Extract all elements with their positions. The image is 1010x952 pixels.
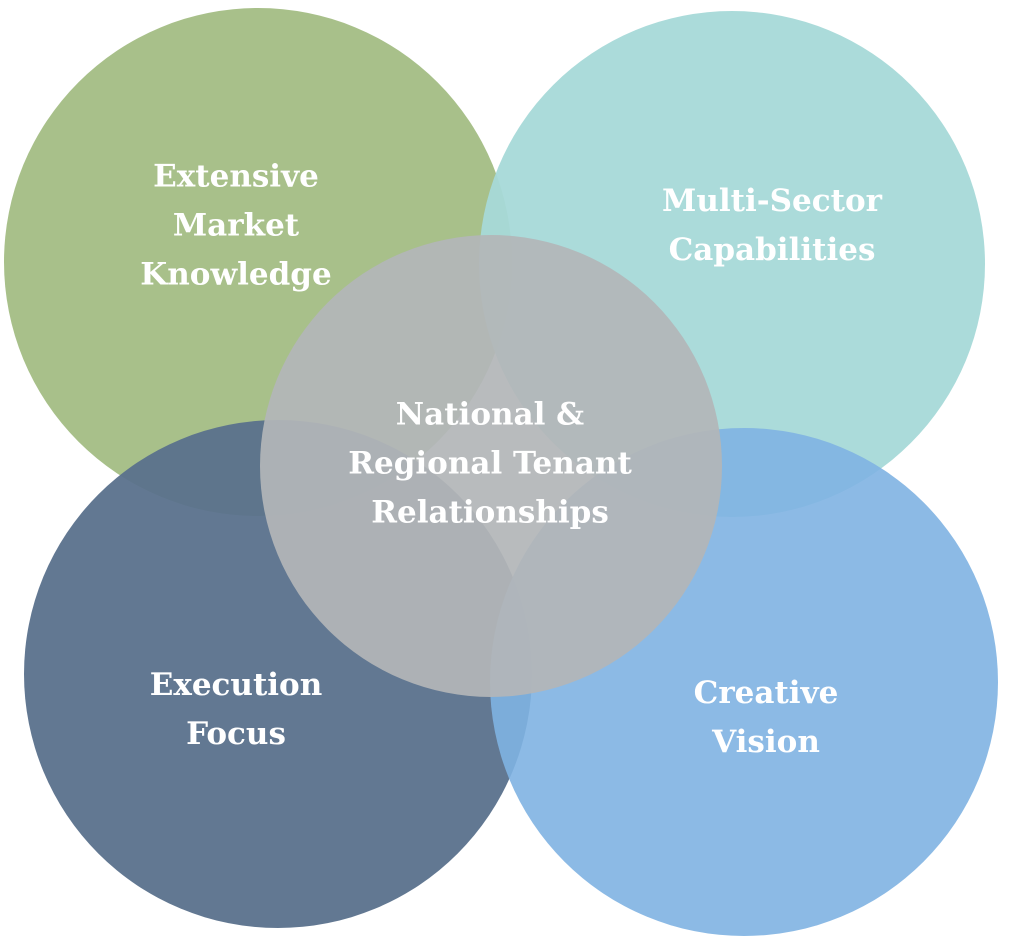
label-line: Knowledge [140,256,332,293]
label-national-regional-tenant-relationships: National & Regional Tenant Relationships [348,391,632,538]
label-line: Vision [712,724,820,760]
label-line: National & [395,396,585,433]
label-extensive-market-knowledge: Extensive Market Knowledge [140,153,331,300]
label-execution-focus: Execution Focus [150,661,323,759]
label-line: Multi-Sector [662,183,882,219]
label-line: Execution [149,667,323,703]
label-line: Creative [693,675,839,711]
label-line: Market [172,207,300,244]
label-line: Relationships [371,494,609,531]
label-line: Capabilities [668,232,876,268]
label-line: Regional Tenant [348,445,632,482]
circle-national-regional-tenant-relationships [260,235,722,697]
label-creative-vision: Creative Vision [694,669,839,767]
label-line: Focus [186,716,286,752]
label-line: Extensive [153,158,319,195]
label-multi-sector-capabilities: Multi-Sector Capabilities [662,177,882,275]
